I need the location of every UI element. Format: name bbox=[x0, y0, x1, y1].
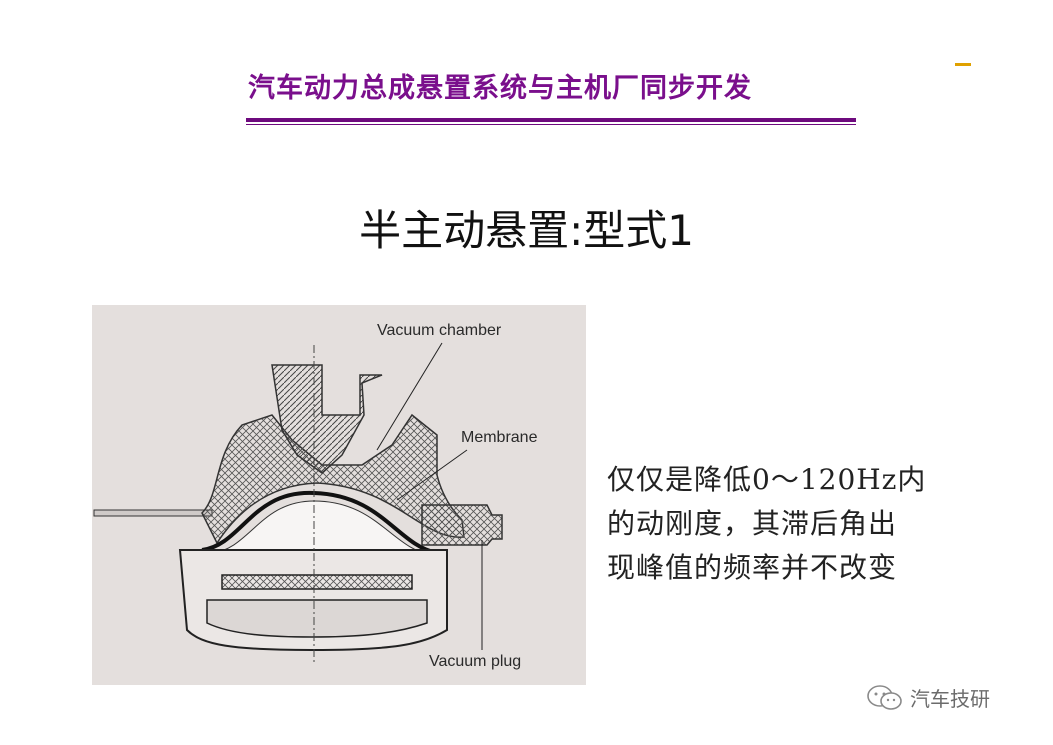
leader-vacuum-chamber bbox=[376, 342, 443, 451]
description-line: 的动刚度，其滞后角出 bbox=[607, 507, 898, 540]
vacuum-plug-nozzle bbox=[421, 504, 503, 546]
description-text: 仅仅是降低0～120Hz内 的动刚度，其滞后角出 现峰值的频率并不改变 bbox=[607, 458, 1047, 590]
wechat-icon bbox=[867, 684, 902, 710]
corner-dash bbox=[955, 63, 971, 66]
description-line: 现峰值的频率并不改变 bbox=[607, 551, 898, 584]
label-membrane: Membrane bbox=[461, 429, 538, 446]
label-vacuum-plug: Vacuum plug bbox=[429, 653, 522, 670]
inertia-track bbox=[221, 574, 413, 590]
header-title: 汽车动力总成悬置系统与主机厂同步开发 bbox=[248, 73, 752, 104]
mount-cross-section bbox=[93, 342, 503, 665]
watermark-text: 汽车技研 bbox=[910, 687, 990, 711]
base-plate-left bbox=[93, 509, 213, 517]
description-line: 仅仅是降低0～120Hz内 bbox=[607, 463, 927, 496]
watermark: 汽车技研 bbox=[866, 683, 990, 712]
leader-membrane bbox=[396, 449, 468, 501]
header-rule-thick bbox=[246, 118, 856, 122]
slide-title: 半主动悬置:型式1 bbox=[359, 206, 694, 255]
mount-diagram: Vacuum chamber Membrane Vacuum plug bbox=[92, 305, 586, 685]
header-rule-thin bbox=[246, 124, 856, 125]
label-vacuum-chamber: Vacuum chamber bbox=[377, 322, 502, 339]
vacuum-chamber-bottom bbox=[206, 599, 428, 638]
central-stud bbox=[271, 364, 383, 474]
